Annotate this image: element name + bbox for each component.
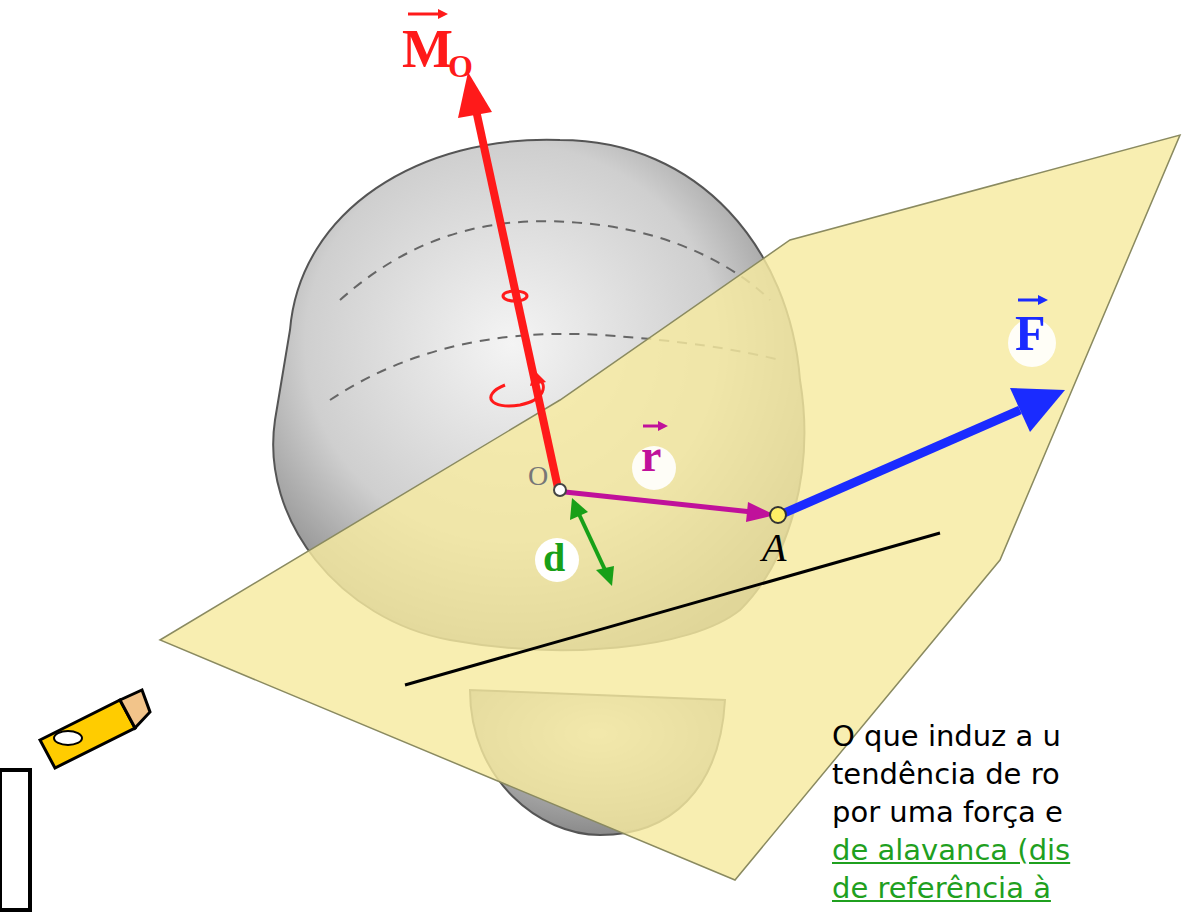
note-line: por uma força e [832,798,1063,827]
pencil-icon [0,690,150,910]
force-vector [782,410,1020,514]
vector-mark [438,9,448,19]
note-line: tendência de ro [832,760,1060,789]
vector-subscript: O [448,50,473,82]
arrowhead [570,498,588,520]
dashed-meridian [340,221,770,300]
arrowhead [530,370,546,386]
plane [160,135,1180,880]
note-line: O que induz a u [832,722,1061,751]
moment-vector [476,110,558,488]
arrowhead [1010,388,1065,432]
vector-mark [643,425,660,428]
vector-label: F [1015,308,1046,358]
vector-mark [408,13,440,16]
line-of-action [405,533,940,685]
distance-label: d [543,538,565,578]
vector-label: r [641,433,661,479]
vector-mark [658,421,668,431]
distance-arrow [578,512,606,572]
label-patch [535,538,579,582]
position-vector [565,492,752,512]
arrowhead [596,566,614,586]
note-line: de alavanca (dis [832,836,1070,865]
note-line: de referência à [832,874,1051,903]
point-label: O [528,462,548,490]
vector-mark [1018,299,1040,302]
point-label: A [762,528,786,568]
point-a [770,507,786,523]
axis-ring [503,291,527,301]
vector-mark [1038,295,1048,305]
vector-label: M [402,22,453,76]
point-o [554,484,566,496]
